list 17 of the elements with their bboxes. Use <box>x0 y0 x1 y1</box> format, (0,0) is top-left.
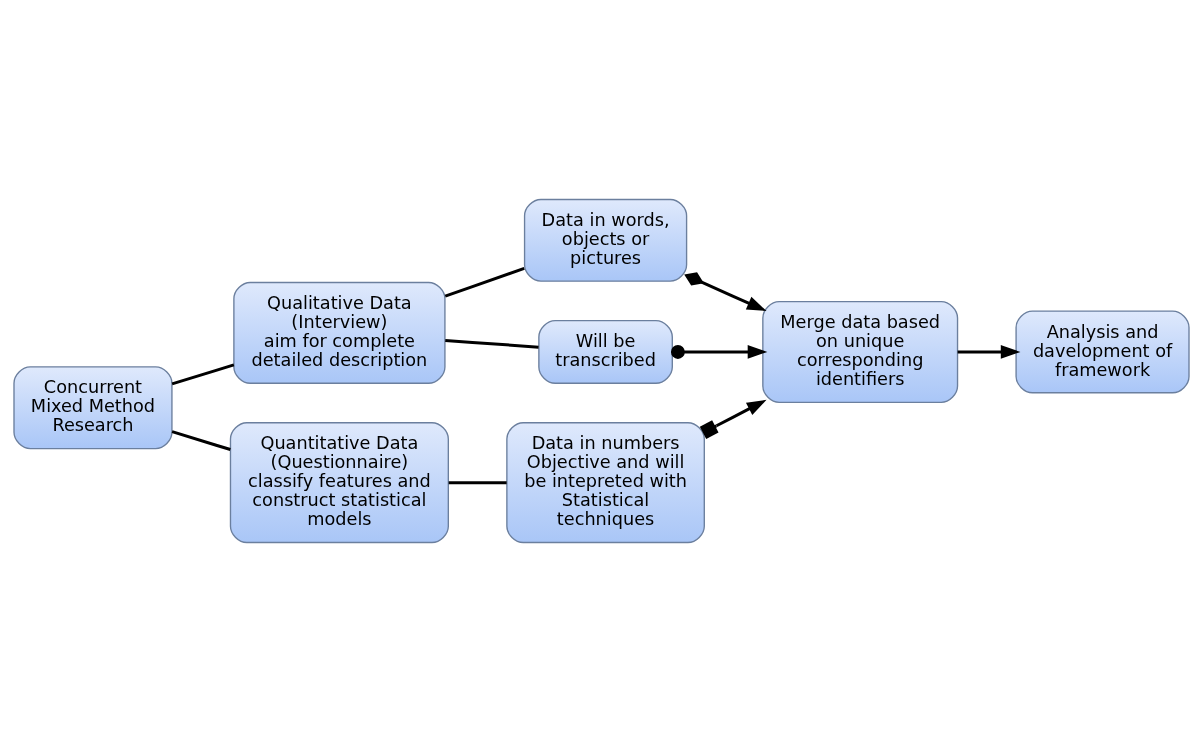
connector <box>171 363 235 386</box>
node-box: Data in words, objects or pictures <box>523 198 688 282</box>
arrow <box>670 345 768 359</box>
node-box: Will be transcribed <box>538 319 673 384</box>
node-box: Data in numbers Objective and will be intepreted with Statistical techniques <box>506 422 705 544</box>
node-box: Merge data based on unique corresponding identifiers <box>762 300 959 403</box>
connector <box>448 481 507 485</box>
connector <box>445 338 539 349</box>
node-box: Concurrent Mixed Method Research <box>13 366 173 450</box>
connector <box>444 266 525 298</box>
arrow <box>684 272 767 312</box>
arrow <box>957 345 1021 359</box>
arrow <box>699 399 767 439</box>
node-box: Analysis and davelopment of framework <box>1015 310 1190 394</box>
node-box: Qualitative Data (Interview) aim for complete detailed description <box>233 281 446 384</box>
node-box: Quantitative Data (Questionnaire) classify features and construct statistical models <box>229 422 449 544</box>
connector <box>171 430 231 451</box>
